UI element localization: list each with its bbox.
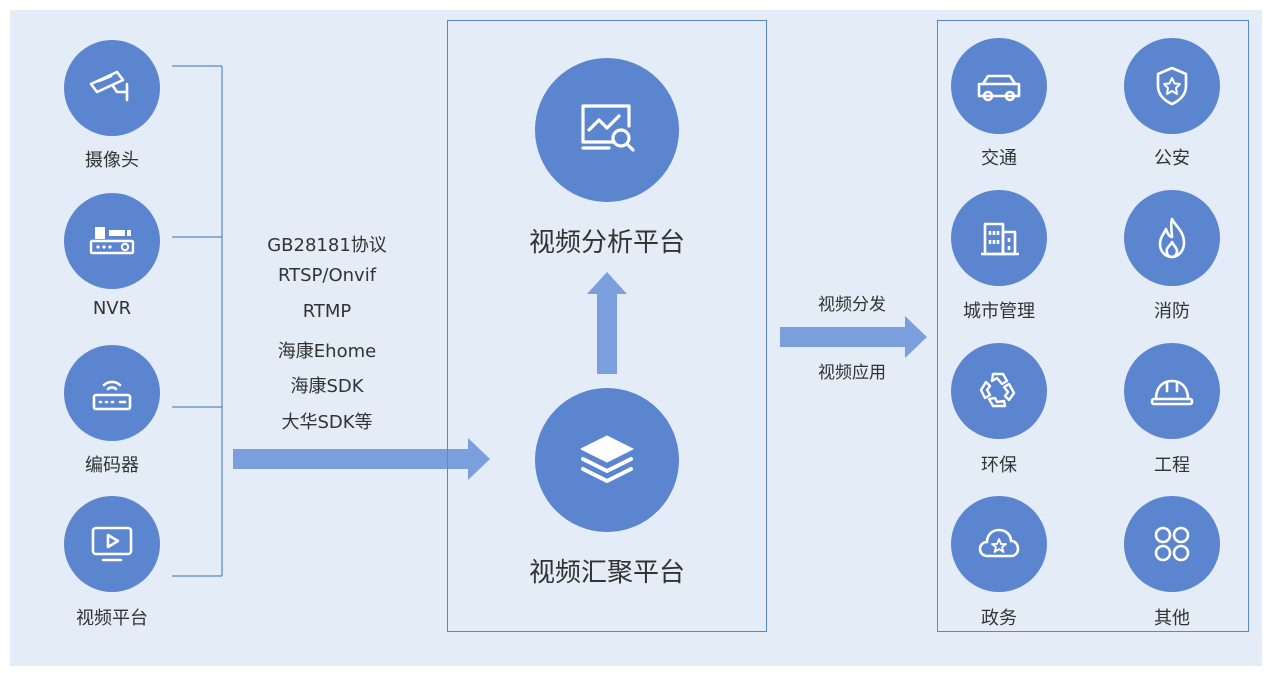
app-label-environment: 环保 [981,455,1017,476]
nvr-recorder-icon [64,193,160,289]
applications-box [937,20,1249,632]
aggregation-platform-title: 视频汇聚平台 [528,558,685,588]
police-shield-icon [1124,38,1220,134]
protocol-item: 大华SDK等 [281,412,373,433]
stacked-layers-icon [535,388,679,532]
arrow-to-aggregation [233,438,490,480]
grid-circles-icon [1124,496,1220,592]
hard-hat-icon [1124,343,1220,439]
protocol-item: GB28181协议 [267,235,387,256]
router-encoder-icon [64,345,160,441]
arrow-up-to-analysis [587,272,627,374]
protocol-item: 海康SDK [290,376,364,397]
monitor-play-icon [64,496,160,592]
protocol-item: RTSP/Onvif [277,265,377,286]
protocol-item: 海康Ehome [277,341,377,362]
app-label-engineering: 工程 [1154,455,1190,476]
source-label-encoder: 编码器 [85,455,139,476]
distribution-label: 视频分发 [818,295,886,315]
app-label-fire: 消防 [1154,301,1190,322]
platform-box [447,20,767,632]
app-label-traffic: 交通 [981,148,1017,169]
flame-icon [1124,190,1220,286]
cctv-camera-icon [64,40,160,136]
app-label-city: 城市管理 [963,301,1035,322]
source-bracket [172,65,223,577]
app-label-police: 公安 [1154,148,1190,169]
source-label-nvr: NVR [92,298,132,319]
cloud-star-icon [951,496,1047,592]
building-icon [951,190,1047,286]
arrow-to-applications [780,316,927,358]
app-label-other: 其他 [1154,608,1190,629]
app-label-government: 政务 [981,608,1017,629]
source-label-video-platform: 视频平台 [76,608,148,629]
source-label-camera: 摄像头 [85,150,139,171]
protocol-item: RTMP [302,301,352,322]
application-label: 视频应用 [818,363,886,383]
chart-magnifier-icon [535,58,679,202]
recycle-icon [951,343,1047,439]
car-icon [951,38,1047,134]
analysis-platform-title: 视频分析平台 [528,228,685,258]
